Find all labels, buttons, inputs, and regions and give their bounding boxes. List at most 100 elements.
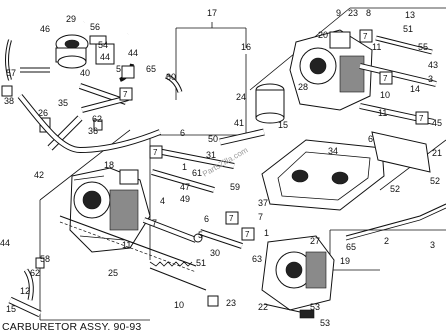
linkage-rod-2 (345, 203, 446, 241)
callout-11a: 11 (372, 42, 381, 52)
callout-4: 4 (160, 196, 165, 206)
box-tag-7e: 7 (415, 111, 429, 125)
pipe-set-right (359, 35, 437, 125)
callout-62a: 62 (92, 114, 102, 124)
callout-16: 16 (241, 42, 251, 52)
callout-2: 2 (384, 236, 389, 246)
callout-31: 31 (206, 150, 216, 160)
washer-51 (193, 233, 203, 243)
callout-14: 14 (410, 84, 420, 94)
callout-44b: 44 (128, 48, 138, 58)
manifold-34 (261, 139, 385, 211)
callout-9: 9 (336, 8, 341, 18)
box-tag-7d: 7 (379, 71, 393, 85)
group-bracket-16 (150, 54, 247, 136)
long-hose-42 (17, 94, 162, 154)
callout-57: 57 (6, 68, 16, 78)
callout-49: 49 (180, 194, 190, 204)
fitting-38 (1, 85, 13, 97)
callout-7a: 7 (152, 218, 157, 228)
callout-3: 3 (428, 74, 433, 84)
clip-62 (93, 119, 103, 131)
joint-5 (121, 65, 135, 79)
callout-65a: 65 (146, 64, 156, 74)
callout-6b: 6 (180, 128, 185, 138)
callout-44c: 44 (0, 238, 10, 248)
callout-62b: 62 (30, 268, 40, 278)
callout-47: 47 (180, 182, 190, 192)
svg-text:7: 7 (123, 90, 128, 99)
callout-10b: 10 (174, 300, 184, 310)
callout-21: 21 (432, 148, 442, 158)
svg-text:7: 7 (363, 32, 368, 41)
callout-1b: 1 (264, 228, 269, 238)
diagram-caption: CARBURETOR ASSY. 90-93 (2, 321, 141, 333)
callout-56: 56 (90, 22, 100, 32)
shaft-41 (219, 128, 265, 146)
callout-53b: 53 (320, 318, 330, 328)
svg-text:7: 7 (419, 114, 424, 123)
needle-22 (263, 303, 301, 313)
callout-5b: 5 (116, 64, 121, 74)
callout-51a: 51 (403, 24, 413, 34)
callout-22: 22 (258, 302, 268, 312)
group-bracket-17 (175, 22, 247, 100)
pipe-set-middle (142, 147, 243, 249)
callout-63: 63 (252, 254, 262, 264)
hose-58 (23, 268, 34, 301)
box-tag-7a: 7 (359, 29, 373, 43)
callout-41: 41 (234, 118, 244, 128)
svg-text:7: 7 (383, 74, 388, 83)
callout-52a: 52 (430, 176, 440, 186)
svg-text:7: 7 (229, 214, 234, 223)
tube-15 (8, 296, 42, 318)
box-tag-7c: 7 (149, 145, 163, 159)
callout-54: 54 (98, 40, 108, 50)
callout-58: 58 (40, 254, 50, 264)
callout-5a: 5 (198, 230, 203, 240)
callout-24: 24 (236, 92, 246, 102)
callout-40: 40 (80, 68, 90, 78)
callout-38: 38 (4, 96, 14, 106)
chamber-24 (255, 83, 285, 124)
callout-12: 12 (20, 286, 30, 296)
callout-52b: 52 (390, 184, 400, 194)
callout-17: 17 (207, 8, 217, 18)
callout-43: 43 (428, 60, 438, 70)
callout-36: 36 (88, 126, 98, 136)
callout-55: 55 (418, 42, 428, 52)
callout-11c: 11 (122, 240, 131, 250)
callout-60: 60 (166, 72, 176, 82)
callout-28: 28 (298, 82, 308, 92)
box-tag-7f: 7 (241, 227, 255, 241)
callout-23a: 23 (348, 8, 358, 18)
bracket-6 (371, 131, 431, 173)
callout-29: 29 (66, 14, 76, 24)
hose-60 (164, 73, 183, 93)
callout-1a: 1 (182, 162, 187, 172)
hose-35 (47, 115, 83, 151)
callout-25: 25 (108, 268, 118, 278)
callout-13: 13 (405, 10, 415, 20)
svg-text:7: 7 (153, 148, 158, 157)
callout-6c: 6 (204, 214, 209, 224)
spring-10 (149, 261, 207, 291)
link-pipe-56 (89, 35, 115, 65)
callout-34: 34 (328, 146, 338, 156)
callout-7b: 7 (258, 212, 263, 222)
callout-46: 46 (40, 24, 50, 34)
callout-42: 42 (34, 170, 44, 180)
callout-labels: 17 16 9 23 8 13 20 11 51 55 43 3 14 10 1… (0, 8, 442, 328)
callout-10a: 10 (380, 90, 390, 100)
callout-8: 8 (366, 8, 371, 18)
callout-37: 37 (258, 198, 268, 208)
callout-59: 59 (230, 182, 240, 192)
callout-44a: 44 (100, 52, 110, 62)
guide-rod-25 (59, 215, 197, 273)
callout-53a: 53 (310, 302, 320, 312)
filter-cup-40 (57, 55, 87, 69)
callout-61: 61 (192, 168, 202, 178)
callout-26: 26 (38, 108, 48, 118)
